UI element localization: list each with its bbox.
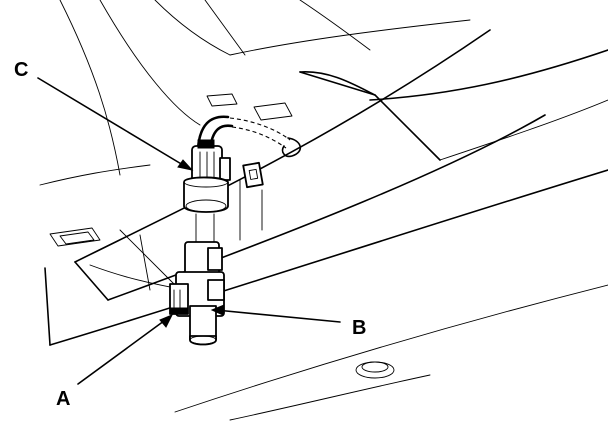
callout-c-label: C: [14, 59, 28, 81]
vehicle-body-outline: [39, 0, 608, 421]
callout-b-label: B: [352, 317, 366, 339]
callout-leader-lines: [37, 77, 341, 385]
callout-a-label: A: [56, 388, 70, 410]
grommet-icon: [355, 361, 395, 379]
panel-openings: [49, 93, 293, 247]
part-a-clip: [169, 283, 189, 315]
part-c-connector: [183, 139, 231, 213]
alignment-guide: [195, 213, 215, 243]
